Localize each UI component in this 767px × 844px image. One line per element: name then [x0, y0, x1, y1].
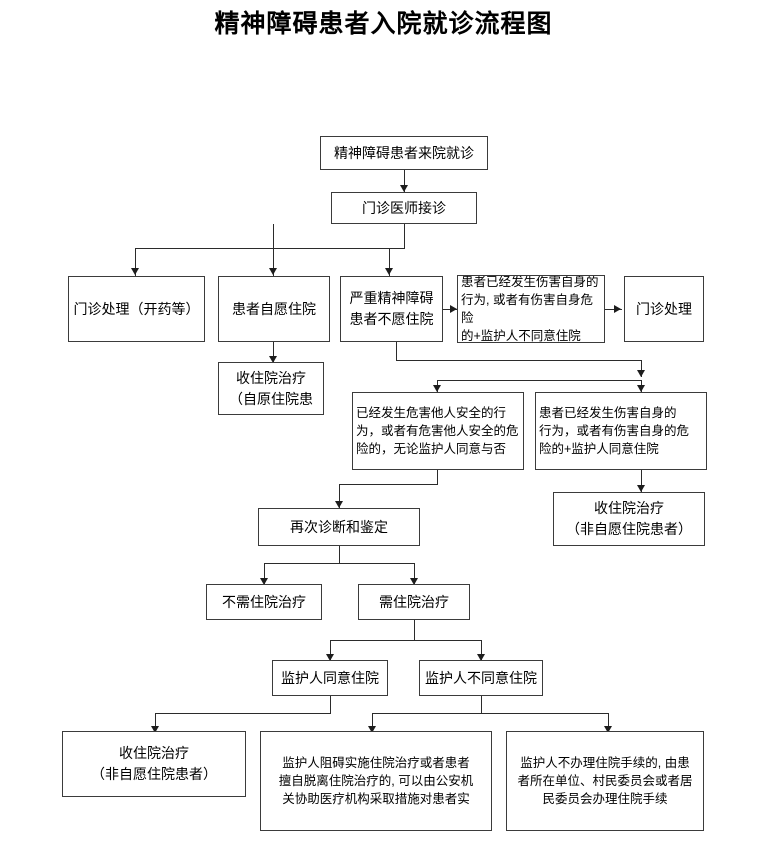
node-admit-involuntary-lower-label: 收住院治疗 （非自愿住院患者） — [91, 745, 217, 782]
edge-n10-n11-line — [641, 470, 642, 492]
node-severe-unwilling[interactable]: 严重精神障碍 患者不愿住院 — [340, 276, 443, 342]
edge-n12-n13-drop — [264, 563, 265, 584]
node-outpatient-treatment-meds[interactable]: 门诊处理（开药等） — [68, 276, 205, 342]
node-harm-others-regardless-label: 已经发生危害他人安全的行 为，或者有危害他人安全的危 险的，无论监护人同意与否 — [356, 406, 519, 456]
node-outpatient-doctor-reception-label: 门诊医师接诊 — [362, 199, 446, 216]
node-admit-involuntary-upper[interactable]: 收住院治疗 （非自愿住院患者） — [553, 492, 705, 546]
edge-n12-bus-stem — [339, 546, 340, 563]
node-rediagnosis[interactable]: 再次诊断和鉴定 — [258, 508, 420, 546]
node-rediagnosis-label: 再次诊断和鉴定 — [290, 518, 388, 535]
node-harm-others-regardless[interactable]: 已经发生危害他人安全的行 为，或者有危害他人安全的危 险的，无论监护人同意与否 — [352, 392, 524, 470]
edge-n2-bus-horizontal — [135, 248, 405, 249]
edge-n5-n10-arrow-mid — [636, 370, 645, 377]
edge-n14-n15-arrow — [325, 654, 334, 661]
edge-n15-n17-drop — [155, 713, 156, 731]
node-outpatient-treatment-label: 门诊处理 — [636, 300, 692, 317]
edge-n5-split-bus — [396, 360, 641, 361]
edge-n16-n19-arrow — [603, 726, 612, 733]
node-admit-involuntary-lower[interactable]: 收住院治疗 （非自愿住院患者） — [62, 731, 246, 797]
node-voluntary-admission[interactable]: 患者自愿住院 — [218, 276, 330, 342]
edge-n12-n14-drop — [414, 563, 415, 584]
node-outpatient-doctor-reception[interactable]: 门诊医师接诊 — [331, 192, 477, 224]
node-unit-committee-procedures[interactable]: 监护人不办理住院手续的, 由患 者所在单位、村民委员会或者居 民委员会办理住院手… — [506, 731, 704, 831]
edge-n5-n10-drop1 — [641, 360, 642, 377]
edge-n14-n16-drop — [481, 640, 482, 660]
node-self-harm-guardian-agree[interactable]: 患者已经发生伤害自身的 行为，或者有伤害自身的危 险的+监护人同意住院 — [535, 392, 707, 470]
node-self-harm-guardian-agree-label: 患者已经发生伤害自身的 行为，或者有伤害自身的危 险的+监护人同意住院 — [539, 406, 690, 456]
node-admit-voluntary[interactable]: 收住院治疗 （自原住院患 — [218, 362, 324, 415]
edge-n12-bus — [264, 563, 414, 564]
node-unit-committee-procedures-label: 监护人不办理住院手续的, 由患 者所在单位、村民委员会或者居 民委员会办理住院手… — [517, 756, 693, 806]
edge-n15-n17-bus — [155, 713, 331, 714]
edge-n5-n9-bus2 — [437, 380, 641, 381]
edge-n5-n9-arrow — [432, 385, 441, 392]
node-self-harm-guardian-disagree[interactable]: 患者已经发生伤害自身的 行为, 或者有伤害自身危险 的+监护人不同意住院 — [457, 275, 605, 343]
edge-n1-n2-line — [404, 170, 405, 193]
edge-n2-n3-arrow — [130, 268, 139, 275]
node-admit-involuntary-upper-label: 收住院治疗 （非自愿住院患者） — [566, 500, 692, 537]
edge-n5-n6-arrow — [450, 304, 457, 313]
page-title: 精神障碍患者入院就诊流程图 — [214, 9, 553, 38]
node-admit-voluntary-label: 收住院治疗 （自原住院患 — [229, 369, 313, 407]
edge-n4-n8-arrow — [268, 356, 277, 363]
node-patient-arrival-label: 精神障碍患者来院就诊 — [334, 144, 474, 161]
node-outpatient-treatment[interactable]: 门诊处理 — [624, 276, 704, 342]
node-admission-needed-label: 需住院治疗 — [379, 593, 449, 610]
edge-n14-n15-drop — [330, 640, 331, 660]
node-outpatient-treatment-meds-label: 门诊处理（开药等） — [73, 300, 200, 317]
node-police-assistance-label: 监护人阻碍实施住院治疗或者患者 擅自脱离住院治疗的, 可以由公安机 关协助医疗机… — [278, 756, 474, 806]
edge-n5-n10-arrow — [636, 385, 645, 392]
edge-n15-n18-arrow — [367, 726, 376, 733]
edge-n16-bus — [372, 713, 608, 714]
node-guardian-disagrees[interactable]: 监护人不同意住院 — [419, 660, 543, 696]
edge-n1-n2-arrow — [399, 185, 408, 192]
node-admission-needed[interactable]: 需住院治疗 — [358, 584, 470, 620]
edge-n10-n11-arrow — [636, 485, 645, 492]
edge-n6-n7-arrow — [614, 304, 621, 313]
edge-n5-split-stem — [396, 342, 397, 360]
edge-n2-n5-drop — [389, 248, 390, 276]
edge-n9-n12-arrow — [334, 501, 343, 508]
node-voluntary-admission-label: 患者自愿住院 — [232, 300, 316, 317]
node-patient-arrival[interactable]: 精神障碍患者来院就诊 — [320, 136, 488, 170]
edge-n6-n7-line — [605, 309, 622, 310]
node-guardian-agrees-label: 监护人同意住院 — [281, 669, 379, 686]
edge-n15-n18-drop — [372, 713, 373, 731]
node-no-admission-needed-label: 不需住院治疗 — [222, 593, 306, 610]
edge-n14-bus — [330, 640, 481, 641]
node-guardian-agrees[interactable]: 监护人同意住院 — [272, 660, 388, 696]
edge-n2-n5-arrow — [384, 268, 393, 275]
edge-n9-n12-drop — [339, 484, 340, 508]
node-no-admission-needed[interactable]: 不需住院治疗 — [206, 584, 322, 620]
node-police-assistance[interactable]: 监护人阻碍实施住院治疗或者患者 擅自脱离住院治疗的, 可以由公安机 关协助医疗机… — [260, 731, 492, 831]
edge-n15-n17-arrow — [150, 726, 159, 733]
edge-n12-n13-arrow — [259, 578, 268, 585]
edge-n15-bus-stem — [330, 696, 331, 713]
node-severe-unwilling-label: 严重精神障碍 患者不愿住院 — [349, 290, 434, 327]
node-guardian-disagrees-label: 监护人不同意住院 — [425, 669, 537, 686]
edge-n2-bus-stem — [404, 224, 405, 248]
edge-n12-n14-arrow — [409, 578, 418, 585]
edge-n16-n19-drop — [608, 713, 609, 731]
edge-n9-n12-stem — [437, 470, 438, 484]
node-self-harm-guardian-disagree-label: 患者已经发生伤害自身的 行为, 或者有伤害自身危险 的+监护人不同意住院 — [461, 275, 599, 343]
edge-n14-n16-arrow — [476, 654, 485, 661]
edge-n14-bus-stem — [414, 620, 415, 640]
edge-n2-n4-drop — [273, 224, 274, 276]
edge-n2-n4-arrow — [268, 268, 277, 275]
edge-n2-n3-drop — [135, 248, 136, 276]
edge-n16-bus-stem — [481, 696, 482, 713]
edge-n4-n8-line — [273, 342, 274, 362]
edge-n9-n12-bus — [339, 484, 438, 485]
